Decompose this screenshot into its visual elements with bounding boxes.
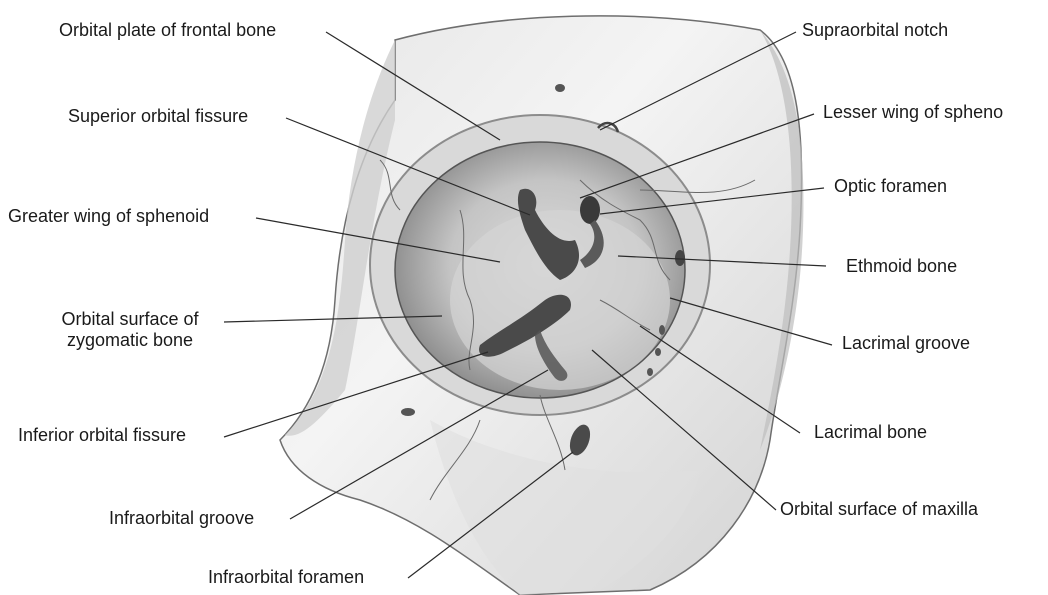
lacrimal-mark-2	[659, 325, 665, 335]
label-optic-foramen: Optic foramen	[834, 176, 947, 197]
label-ethmoid-bone: Ethmoid bone	[846, 256, 957, 277]
lacrimal-mark-4	[647, 368, 653, 376]
label-infraorbital-foramen: Infraorbital foramen	[208, 567, 364, 588]
label-inferior-orbital-fissure: Inferior orbital fissure	[18, 425, 186, 446]
supraorbital-mark	[555, 84, 565, 92]
label-lacrimal-bone: Lacrimal bone	[814, 422, 927, 443]
label-lesser-wing-sphenoid: Lesser wing of spheno	[823, 102, 1003, 123]
label-infraorbital-groove: Infraorbital groove	[109, 508, 254, 529]
label-superior-orbital-fissure: Superior orbital fissure	[68, 106, 248, 127]
label-orbital-surface-maxilla: Orbital surface of maxilla	[780, 499, 978, 520]
zygomatic-foramen-mark	[401, 408, 415, 416]
label-orbital-surface-zygomatic-line2: zygomatic bone	[40, 330, 220, 351]
lacrimal-mark-1	[675, 250, 685, 266]
label-orbital-surface-zygomatic: Orbital surface of zygomatic bone	[40, 309, 220, 351]
label-orbital-surface-zygomatic-line1: Orbital surface of	[40, 309, 220, 330]
optic-foramen-shape	[580, 196, 600, 224]
lacrimal-mark-3	[655, 348, 661, 356]
label-greater-wing-sphenoid: Greater wing of sphenoid	[8, 206, 209, 227]
label-supraorbital-notch: Supraorbital notch	[802, 20, 948, 41]
label-lacrimal-groove: Lacrimal groove	[842, 333, 970, 354]
label-orbital-plate-frontal: Orbital plate of frontal bone	[59, 20, 276, 41]
